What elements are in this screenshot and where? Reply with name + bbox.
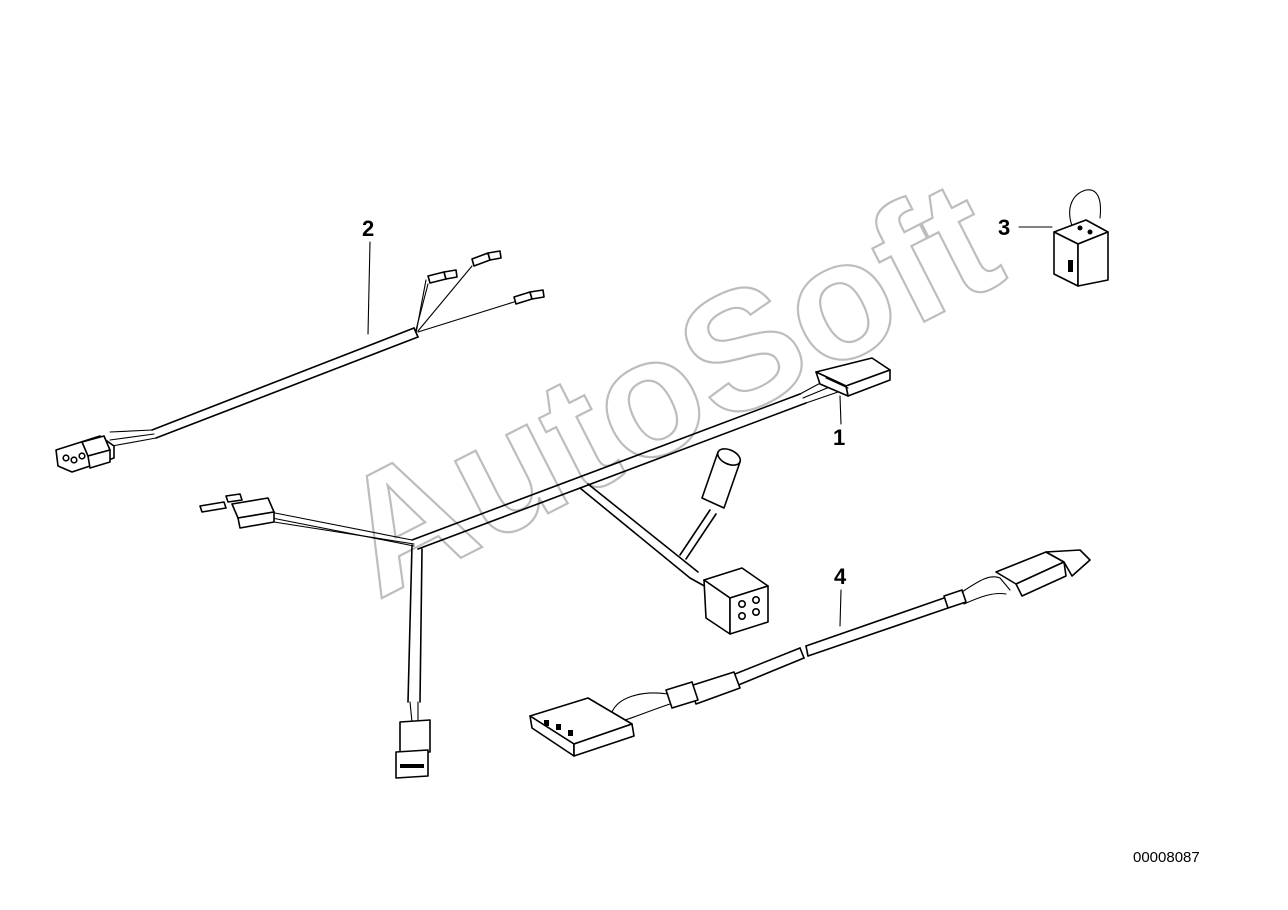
part-1-main-harness[interactable] [199, 357, 891, 779]
callout-2: 2 [362, 216, 374, 241]
leader-line-4 [839, 589, 842, 627]
bottom-plug [395, 719, 431, 779]
two-pin-connector [199, 493, 275, 529]
multi-pin-connector [815, 357, 891, 397]
callout-1: 1 [833, 425, 845, 450]
spade-terminal [427, 269, 458, 284]
cable-connector-right [995, 549, 1091, 597]
leader-line-1 [839, 395, 842, 425]
part-2-wiring-harness[interactable] [55, 250, 545, 473]
spade-terminal [513, 289, 545, 305]
callout-3: 3 [998, 215, 1010, 240]
document-number: 00008087 [1133, 849, 1200, 866]
plug-connector [55, 435, 115, 473]
part-4-cable[interactable] [529, 549, 1091, 757]
spade-terminal [471, 250, 502, 267]
ferrite-core [701, 448, 742, 509]
cable-connector-left [529, 697, 635, 757]
eight-pin-connector [703, 567, 769, 635]
leader-line-2 [367, 241, 371, 335]
part-3-connector[interactable] [1053, 189, 1109, 287]
callout-4: 4 [834, 564, 847, 589]
